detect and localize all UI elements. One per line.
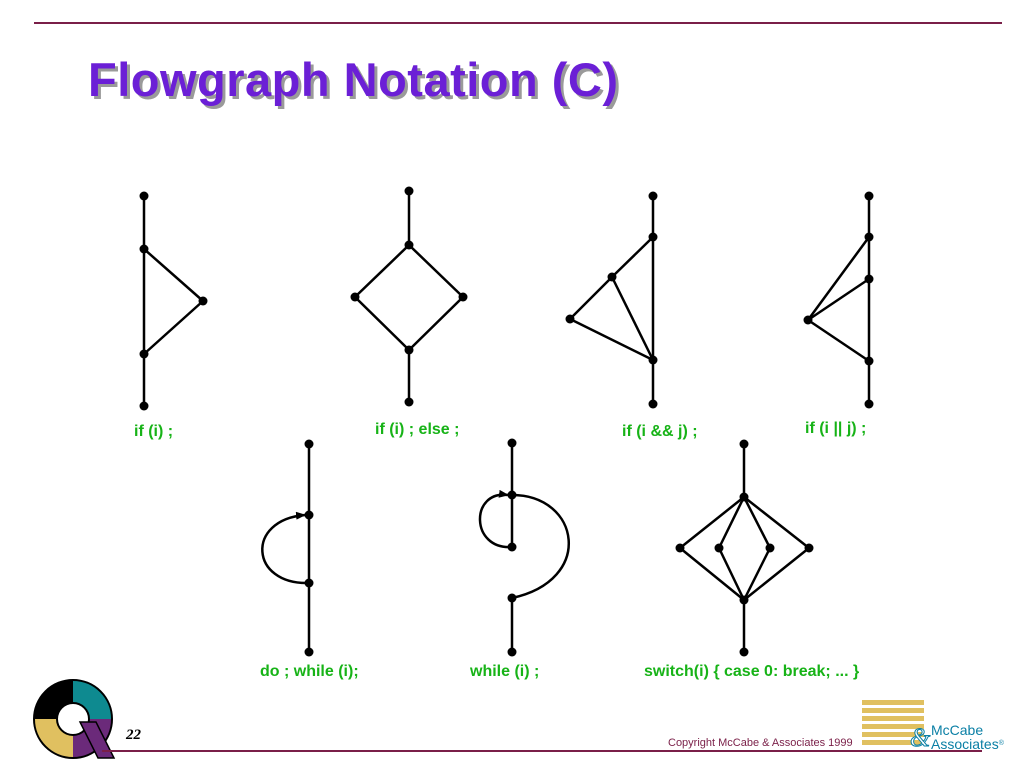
caption-if-or: if (i || j) ; [805,420,867,437]
caption-do-while: do ; while (i); [260,663,359,680]
registered-mark: ® [998,740,1004,747]
page-number: 22 [126,727,141,743]
top-rule [34,22,1002,24]
brand-name-line2-text: Associates [931,736,999,752]
caption-if-else: if (i) ; else ; [375,421,460,438]
flowgraph-do-while [261,439,314,657]
bottom-rule [102,750,982,752]
flowgraph-if [139,191,208,411]
caption-while: while (i) ; [470,663,540,680]
caption-switch: switch(i) { case 0: break; ... } [644,663,860,680]
flowgraph-if-or [803,191,874,409]
q-logo [33,679,116,759]
brand-name-line2: Associates® [931,737,1004,751]
flowgraph-while [478,438,570,657]
flowgraph-switch [675,439,814,657]
mccabe-logo-glyph: & [910,723,931,752]
flowgraph-if-else [350,186,468,407]
caption-if-and: if (i && j) ; [622,423,698,440]
copyright-text: Copyright McCabe & Associates 1999 [668,737,853,749]
brand-name-line1: McCabe [931,722,984,738]
mccabe-logo: & [862,700,932,753]
caption-if: if (i) ; [134,423,174,440]
slide-title: Flowgraph Notation (C) [88,53,619,106]
flowgraph-if-and [565,191,658,409]
